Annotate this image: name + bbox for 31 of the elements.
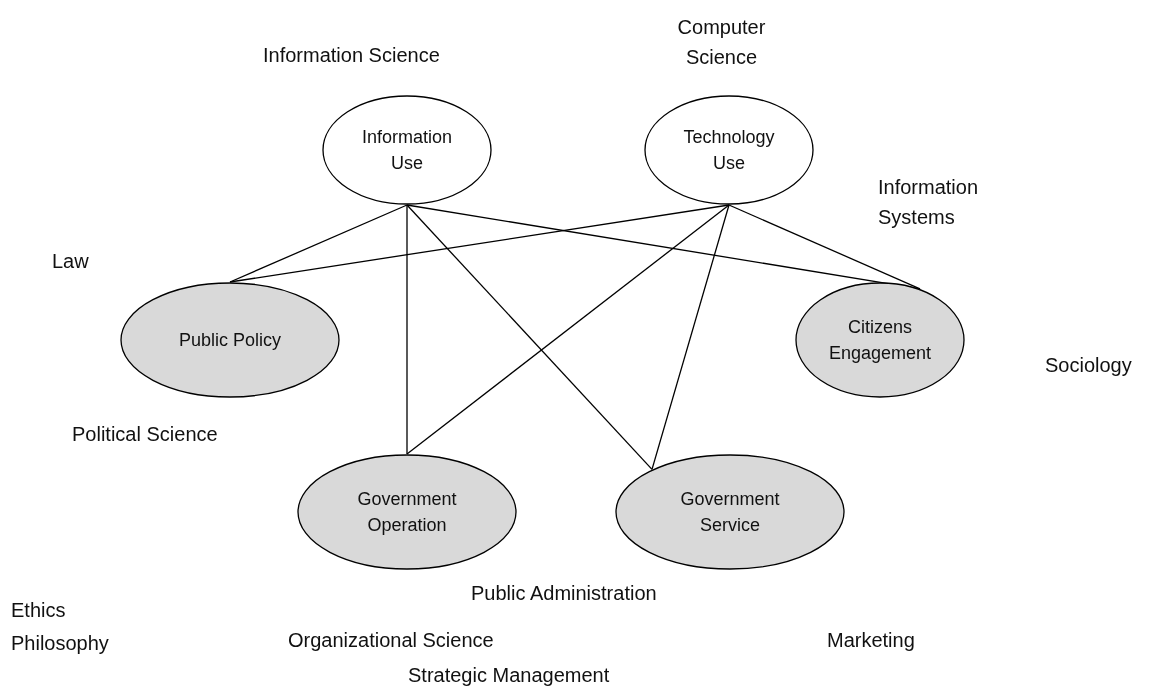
discipline-label: Information Systems [878, 175, 980, 230]
discipline-label: Public Administration [471, 581, 657, 606]
discipline-label: Ethics [11, 598, 66, 623]
connector-line [229, 204, 408, 283]
discipline-label: Information Science [263, 43, 440, 68]
discipline-label: Sociology [1045, 353, 1132, 378]
discipline-label: Law [52, 249, 89, 274]
ellipse-node [120, 282, 340, 398]
node-label: Government Service [679, 488, 781, 537]
discipline-label: Organizational Science [288, 628, 494, 653]
connector-line [728, 204, 921, 290]
discipline-label: Political Science [72, 422, 218, 447]
connector-line [229, 204, 730, 283]
discipline-label: Computer Science [676, 15, 767, 70]
node-label: Technology Use [682, 126, 776, 175]
connector-line [406, 204, 653, 471]
node-label: Information Use [360, 126, 453, 175]
discipline-label: Marketing [827, 628, 915, 653]
node-label: Citizens Engagement [827, 316, 933, 365]
ellipse-node [615, 454, 845, 570]
discipline-label: Strategic Management [408, 663, 610, 688]
ellipse-node [322, 95, 492, 205]
ellipse-node [644, 95, 814, 205]
ellipse-node [297, 454, 517, 570]
connector-line [651, 204, 730, 471]
node-label: Government Operation [356, 488, 458, 537]
discipline-label: Philosophy [11, 631, 109, 656]
connector-line [406, 204, 730, 455]
ellipse-node [795, 282, 965, 398]
node-label: Public Policy [177, 329, 282, 352]
connector-line [406, 204, 408, 455]
